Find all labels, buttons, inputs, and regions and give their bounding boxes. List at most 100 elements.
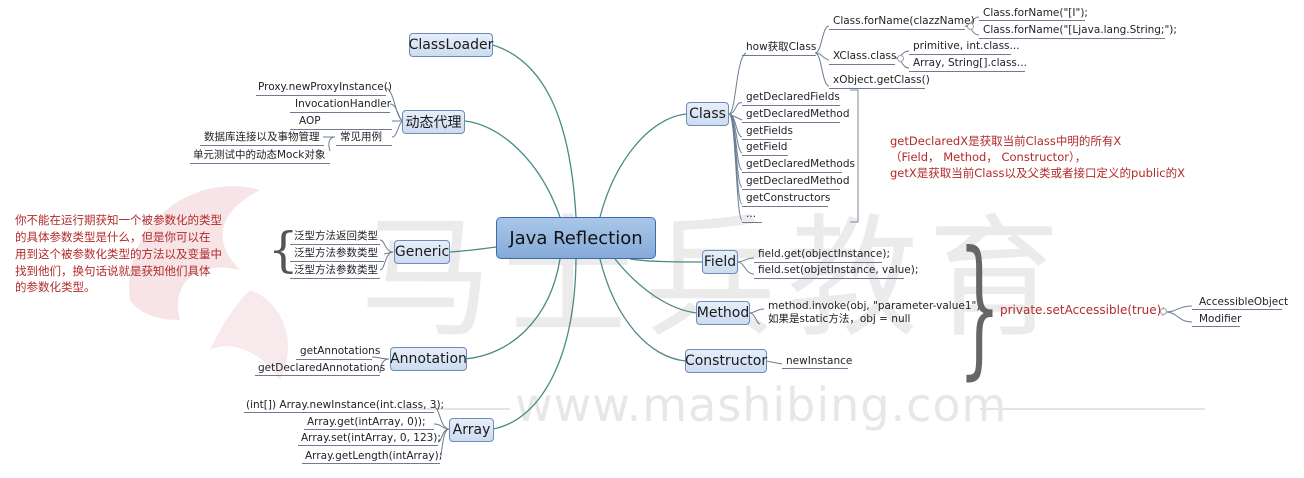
leaf-underline — [298, 445, 438, 446]
method-item: 如果是static方法，obj = null — [768, 313, 911, 325]
watermark-rule-right — [980, 408, 1205, 410]
class-method: getDeclaredFields — [746, 91, 840, 103]
leaf-db-connection: 数据库连接以及事物管理 — [204, 131, 320, 143]
leaf-underline — [742, 172, 842, 173]
class-array-class: Array, String[].class... — [913, 57, 1027, 69]
node-classloader[interactable]: ClassLoader — [409, 33, 493, 57]
node-class[interactable]: Class — [686, 102, 729, 126]
node-generic[interactable]: Generic — [394, 240, 450, 264]
leaf-underline — [290, 278, 380, 279]
class-forname-int: Class.forName("[I"); — [983, 7, 1088, 19]
class-method: getFields — [746, 125, 793, 137]
leaf-underline — [742, 222, 762, 223]
node-field[interactable]: Field — [702, 250, 738, 274]
class-method: getDeclaredMethods — [746, 158, 855, 170]
collapse-toggle[interactable] — [967, 23, 974, 30]
node-constructor[interactable]: Constructor — [685, 349, 767, 373]
class-note-line: getX是获取当前Class以及父类或者接口定义的public的X — [890, 166, 1185, 180]
annotation-item: getAnnotations — [300, 345, 381, 357]
class-method: getDeclaredMethod — [746, 175, 850, 187]
array-item: Array.getLength(intArray); — [305, 450, 443, 462]
watermark-logo — [129, 186, 289, 380]
field-item: field.set(objetInstance, value); — [758, 264, 919, 276]
leaf-mock-object: 单元测试中的动态Mock对象 — [193, 149, 326, 161]
leaf-underline — [302, 463, 440, 464]
leaf-underline — [742, 122, 840, 123]
array-item: Array.get(intArray, 0)); — [307, 416, 426, 428]
leaf-underline — [742, 105, 840, 106]
method-item: method.invoke(obj, "parameter-value1"); — [768, 300, 984, 312]
leaf-aop: AOP — [299, 115, 321, 127]
node-dynamic-proxy[interactable]: 动态代理 — [402, 110, 465, 134]
collapse-toggle[interactable] — [897, 55, 904, 62]
leaf-underline — [742, 155, 788, 156]
generic-item: 泛型方法参数类型 — [294, 264, 378, 276]
array-item: Array.set(intArray, 0, 123); — [301, 432, 441, 444]
accessible-label: private.setAccessible(true); — [1000, 303, 1166, 317]
generic-item: 泛型方法返回类型 — [294, 230, 378, 242]
generic-note-line: 你不能在运行期获知一个被参数化的类型 — [15, 213, 222, 227]
generic-note-line: 找到他们，换句话说就是获知他们具体 — [15, 264, 211, 278]
array-item: (int[]) Array.newInstance(int.class, 3); — [246, 399, 445, 411]
accessible-item: Modifier — [1199, 313, 1242, 325]
leaf-underline — [754, 278, 904, 279]
leaf-underline — [829, 64, 895, 65]
field-item: field.get(objectInstance); — [758, 248, 890, 260]
collapse-toggle[interactable] — [1160, 308, 1167, 315]
leaf-underline — [290, 244, 380, 245]
central-node[interactable]: Java Reflection — [496, 217, 656, 259]
leaf-underline — [909, 71, 1025, 72]
watermark-text: 马士兵教育 — [360, 202, 1070, 356]
leaf-underline — [979, 20, 1085, 21]
leaf-underline — [200, 145, 324, 146]
leaf-underline — [256, 95, 386, 96]
leaf-underline — [296, 359, 372, 360]
class-note-line: （Field， Method， Constructor）， — [890, 150, 1087, 164]
leaf-underline — [829, 29, 965, 30]
leaf-underline — [1192, 309, 1282, 310]
generic-item: 泛型方法参数类型 — [294, 247, 378, 259]
watermark-url: www.mashibing.com — [515, 378, 1008, 432]
leaf-invocation-handler: InvocationHandler — [295, 98, 392, 110]
leaf-underline — [190, 163, 330, 164]
class-primitive: primitive, int.class... — [913, 40, 1020, 52]
leaf-underline — [754, 262, 882, 263]
accessible-brace: } — [958, 220, 1001, 394]
leaf-new-proxy-instance: Proxy.newProxyInstance() — [258, 81, 392, 93]
leaf-underline — [979, 38, 1165, 39]
leaf-underline — [290, 129, 392, 130]
node-annotation[interactable]: Annotation — [390, 347, 467, 371]
leaf-underline — [829, 88, 925, 89]
leaf-underline — [909, 54, 1011, 55]
class-note-line: getDeclaredX是获取当前Class中明的所有X — [890, 134, 1122, 148]
leaf-underline — [1192, 326, 1240, 327]
generic-note-line: 的具体参数类型是什么，但是你可以在 — [15, 230, 211, 244]
generic-brace: { — [268, 222, 299, 278]
leaf-underline — [742, 55, 816, 56]
node-array[interactable]: Array — [449, 418, 494, 442]
leaf-underline — [244, 412, 434, 413]
leaf-underline — [742, 139, 792, 140]
class-method: getField — [746, 141, 788, 153]
class-forname-string: Class.forName("[Ljava.lang.String;"); — [983, 24, 1177, 36]
class-xclass: XClass.class — [833, 50, 897, 62]
generic-note-line: 用到这个被参数化类型的方法以及变量中 — [15, 247, 222, 261]
generic-note-line: 的参数化类型。 — [15, 280, 96, 294]
class-how-label: how获取Class — [746, 41, 817, 53]
annotation-item: getDeclaredAnnotations — [258, 362, 386, 374]
leaf-underline — [290, 112, 390, 113]
class-forname: Class.forName(clazzName) — [833, 15, 975, 27]
leaf-underline — [290, 261, 384, 262]
leaf-underline — [304, 429, 434, 430]
class-methods-bracket — [850, 89, 859, 223]
class-getclass: xObject.getClass() — [833, 74, 930, 86]
leaf-underline — [782, 368, 848, 369]
node-method[interactable]: Method — [696, 301, 750, 325]
accessible-item: AccessibleObject — [1199, 296, 1289, 308]
class-method: getDeclaredMethod — [746, 108, 850, 120]
watermark-rule-left — [400, 408, 510, 410]
leaf-underline — [742, 189, 840, 190]
constructor-item: newInstance — [786, 355, 853, 367]
leaf-underline — [255, 375, 380, 376]
